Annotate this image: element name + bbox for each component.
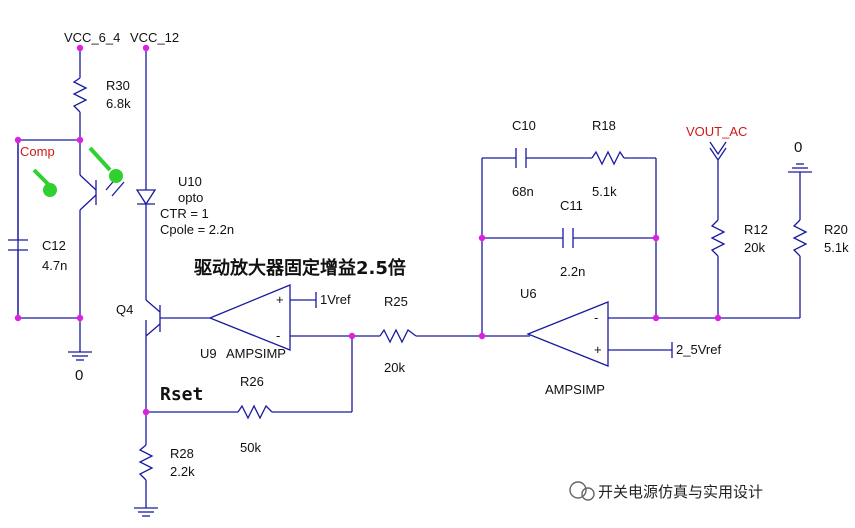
probe-vdb-icon <box>43 183 57 197</box>
watermark: 开关电源仿真与实用设计 <box>569 481 763 501</box>
net-vcc12: VCC_12 <box>130 30 179 45</box>
u10-param1: CTR = 1 <box>160 206 209 221</box>
c12-ref: C12 <box>42 238 66 253</box>
net-25vref: 2_5Vref <box>676 342 721 357</box>
u6-model: AMPSIMP <box>545 382 605 397</box>
r20-value: 5.1k <box>824 240 849 255</box>
r12-value: 20k <box>744 240 765 255</box>
wechat-icon <box>569 481 587 499</box>
r26-resistor <box>237 404 273 420</box>
r18-value: 5.1k <box>592 184 617 199</box>
gnd-left-symbol <box>68 350 92 361</box>
r28-ref: R28 <box>170 446 194 461</box>
opto-arrow-2 <box>111 181 125 197</box>
r18-ref: R18 <box>592 118 616 133</box>
r25-resistor <box>379 328 417 344</box>
u6-opamp <box>526 301 609 367</box>
net-vcc64: VCC_6_4 <box>64 30 120 45</box>
net-comp: Comp <box>20 144 55 159</box>
junctions <box>14 44 722 416</box>
r25-ref: R25 <box>384 294 408 309</box>
probes <box>32 146 123 197</box>
net-1vref: 1Vref <box>320 292 351 307</box>
r26-ref: R26 <box>240 374 264 389</box>
u6-pin-minus: - <box>594 310 598 325</box>
r20-ref: R20 <box>824 222 848 237</box>
probe-vp-label: VP <box>125 171 137 181</box>
r28-resistor <box>138 444 154 481</box>
c11-ref: C11 <box>560 198 583 213</box>
gnd-right-label: 0 <box>794 139 802 156</box>
r26-value: 50k <box>240 440 261 455</box>
r20-resistor <box>792 219 808 257</box>
u9-pin-plus: + <box>276 292 284 307</box>
u10-ref: U10 <box>178 174 202 189</box>
probe-vp-icon <box>109 169 123 183</box>
net-vout-ac: VOUT_AC <box>686 124 747 139</box>
r12-resistor <box>710 219 726 257</box>
gnd-bottom-symbol <box>134 507 158 517</box>
u6-ref: U6 <box>520 286 537 301</box>
r30-ref: R30 <box>106 78 130 93</box>
u9-pin-minus: - <box>276 328 280 343</box>
q4-ref: Q4 <box>116 302 133 317</box>
wires <box>8 48 812 517</box>
r25-value: 20k <box>384 360 405 375</box>
c12-value: 4.7n <box>42 258 67 273</box>
rset-label: Rset <box>160 384 203 405</box>
vout-connector <box>709 141 727 156</box>
r30-value: 6.8k <box>106 96 131 111</box>
wire-pnp-collector <box>79 174 97 191</box>
u9-ref: U9 <box>200 346 217 361</box>
u10-param2: Cpole = 2.2n <box>160 222 234 237</box>
watermark-text: 开关电源仿真与实用设计 <box>598 483 763 501</box>
u9-opamp <box>208 284 291 351</box>
r12-ref: R12 <box>744 222 768 237</box>
c11-value: 2.2n <box>560 264 585 279</box>
r18-resistor <box>591 150 625 166</box>
u6-pin-plus: + <box>594 342 602 357</box>
gnd-right-symbol <box>788 163 812 173</box>
c10-value: 68n <box>512 184 534 199</box>
q4-collector <box>145 299 161 313</box>
wire-pnp-emitter <box>79 194 97 211</box>
opto-diode <box>135 189 157 206</box>
r28-value: 2.2k <box>170 464 195 479</box>
c10-ref: C10 <box>512 118 536 133</box>
gnd-left-label: 0 <box>75 367 83 384</box>
diagram-title: 驱动放大器固定增益2.5倍 <box>194 257 406 279</box>
r30-resistor <box>72 77 88 113</box>
q4-emitter <box>145 323 161 337</box>
u9-model: AMPSIMP <box>226 346 286 361</box>
u10-model: opto <box>178 190 203 205</box>
probe-vdb-label: VDB <box>60 186 80 196</box>
